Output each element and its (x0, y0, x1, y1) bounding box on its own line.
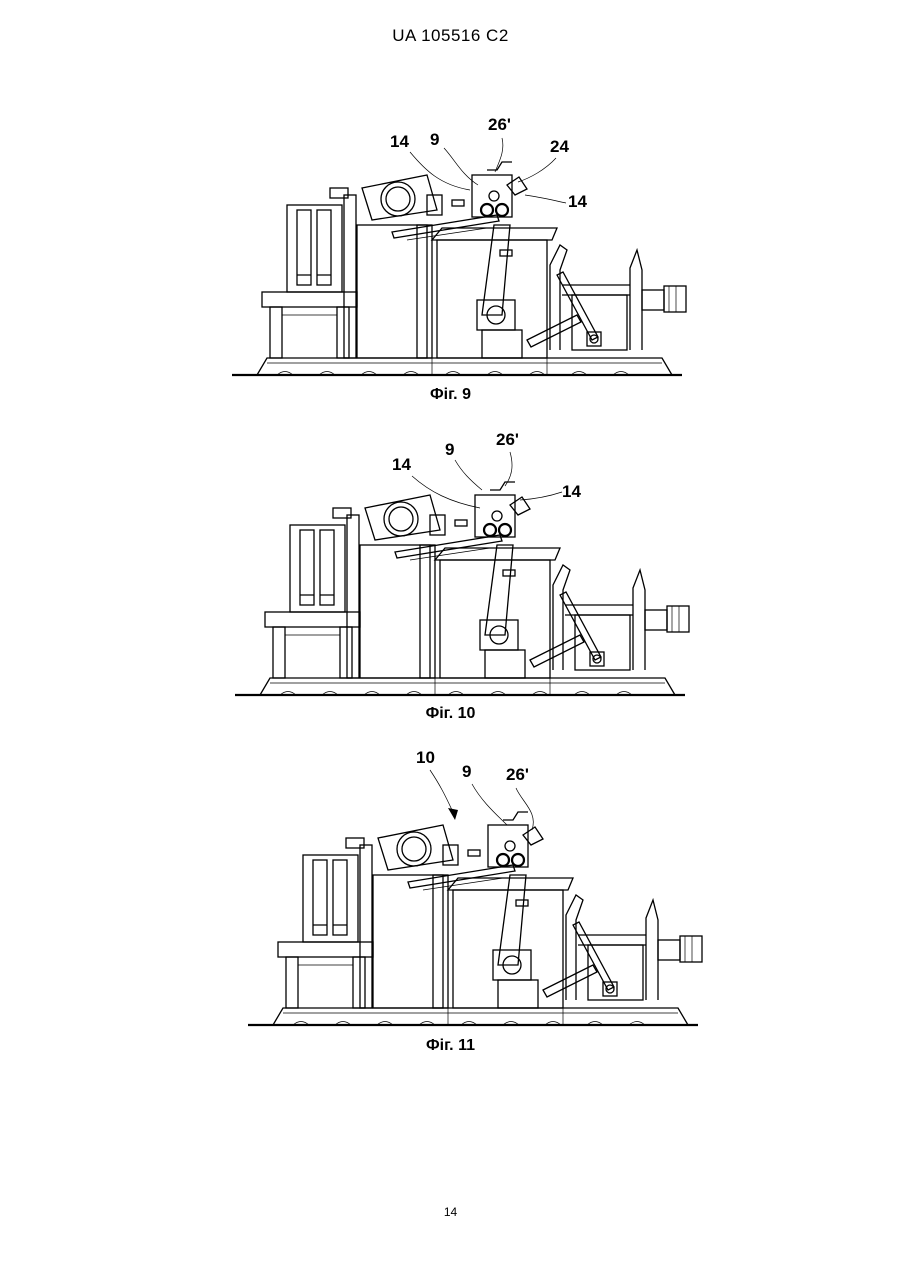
figure-10-drawing: 14 9 26' 14 (0, 420, 901, 710)
leader-lines (0, 420, 901, 720)
figure-9-drawing: 14 9 26' 24 14 (0, 100, 901, 390)
leader-lines (0, 740, 901, 1040)
figure-11-drawing: 10 9 26' (0, 740, 901, 1040)
figure-9-caption: Фіг. 9 (0, 386, 901, 404)
figure-10-caption: Фіг. 10 (0, 705, 901, 723)
patent-header: UA 105516 C2 (0, 26, 901, 46)
page-number: 14 (0, 1205, 901, 1219)
leader-lines (0, 100, 901, 400)
figure-11-caption: Фіг. 11 (0, 1037, 901, 1055)
